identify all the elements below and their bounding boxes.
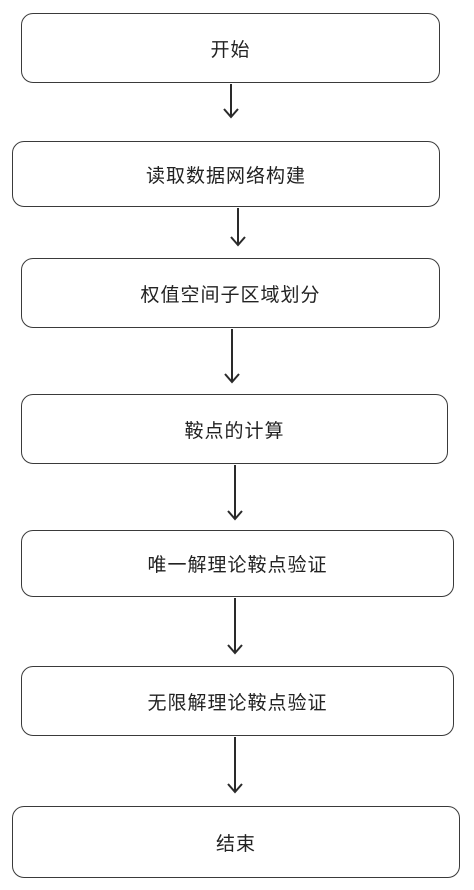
step-unique-solution-verification: 唯一解理论鞍点验证	[21, 530, 454, 597]
step-end: 结束	[12, 806, 460, 878]
step-read-data-network-build-label: 读取数据网络构建	[145, 164, 306, 187]
step-start: 开始	[21, 13, 440, 83]
arrow-4	[227, 465, 243, 521]
step-saddle-point-calculation-label: 鞍点的计算	[184, 419, 285, 442]
step-infinite-solution-verification-label: 无限解理论鞍点验证	[147, 691, 328, 714]
step-start-label: 开始	[210, 38, 251, 61]
step-weight-space-partition-label: 权值空间子区域划分	[140, 283, 321, 306]
step-saddle-point-calculation: 鞍点的计算	[21, 394, 448, 464]
arrow-2	[230, 208, 246, 247]
step-weight-space-partition: 权值空间子区域划分	[21, 258, 440, 328]
step-read-data-network-build: 读取数据网络构建	[12, 141, 440, 207]
step-end-label: 结束	[215, 832, 256, 855]
arrow-1	[223, 84, 239, 119]
step-unique-solution-verification-label: 唯一解理论鞍点验证	[147, 554, 328, 576]
arrow-3	[224, 329, 240, 384]
arrow-5	[227, 598, 243, 655]
step-infinite-solution-verification: 无限解理论鞍点验证	[21, 666, 454, 736]
arrow-6	[227, 737, 243, 794]
